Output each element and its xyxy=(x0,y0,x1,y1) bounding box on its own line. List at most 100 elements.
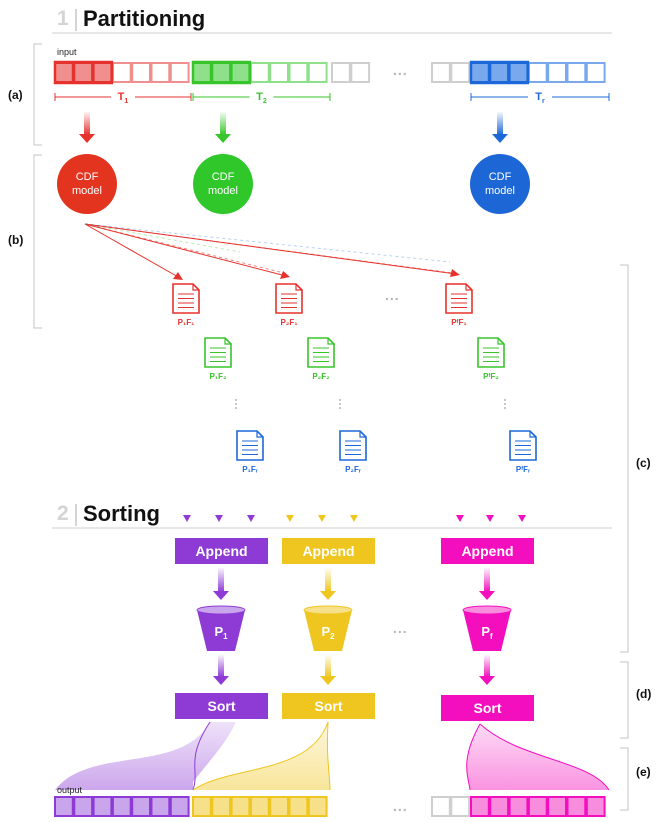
section-1-divider xyxy=(75,9,77,31)
input-green-cell-3 xyxy=(249,62,270,83)
section-1-title: Partitioning xyxy=(83,6,206,31)
input-red-cell-5 xyxy=(150,62,171,83)
file-vdots-2-0 xyxy=(504,399,506,401)
solid-arrow-3 xyxy=(84,223,457,275)
output-purple-cell-0 xyxy=(54,796,74,817)
output-yellow-cell-1 xyxy=(211,796,232,817)
output-yellow-cell-3 xyxy=(249,796,270,817)
range-tr-label-bg xyxy=(528,89,552,103)
append-box-1: Append xyxy=(175,538,268,564)
input-blue-cell-0 xyxy=(470,62,490,83)
flow-p1-b-head xyxy=(215,515,223,522)
step-d-label: (d) xyxy=(636,687,652,701)
cdf-model-2: CDF model xyxy=(193,154,253,214)
file-pffr: PᶠFᵣ xyxy=(509,430,537,474)
file-p2f1-fold xyxy=(295,284,302,291)
cdf-model-r: CDF model xyxy=(470,154,530,214)
section-1-number: 1 xyxy=(57,7,69,30)
section-2-number: 2 xyxy=(57,502,69,525)
bucket-pf-label: Pf xyxy=(481,624,493,641)
fan-p1-edge xyxy=(192,721,211,791)
cdf-model-r-line2: model xyxy=(485,185,515,197)
cdf-model-2-line1: CDF xyxy=(211,171,235,183)
solid-arrow-2-head xyxy=(280,271,290,279)
bucket-p2-body xyxy=(304,610,352,651)
output-magenta-cell-3 xyxy=(527,796,548,817)
arrow-append-p1-head xyxy=(213,591,229,600)
append-label-f: Append xyxy=(461,543,514,559)
file-p1fr-fold xyxy=(256,431,263,438)
output-magenta-cell-0 xyxy=(470,796,490,817)
dashed-line-0 xyxy=(84,223,289,275)
arrow-append-p1-shaft xyxy=(218,568,224,592)
file-p2f2-fold xyxy=(327,338,334,345)
cdf-model-1-line2: model xyxy=(72,185,102,197)
flow-pf-c-head xyxy=(518,515,526,522)
step-c-label: (c) xyxy=(636,456,651,470)
file-vdots-2-2 xyxy=(504,407,506,409)
bracket-b xyxy=(33,154,42,329)
output-purple-cell-1 xyxy=(73,796,94,817)
fan-pf xyxy=(466,724,609,790)
arrow-t1-to-cdf-head xyxy=(79,134,95,143)
cdf-model-r-line1: CDF xyxy=(488,171,512,183)
input-blue-cell-6 xyxy=(585,62,606,83)
range-t2-label: T2 xyxy=(256,91,267,105)
input-red-cell-1 xyxy=(73,62,94,83)
file-pff2: PᶠF₂ xyxy=(477,337,505,381)
cdf-model-1-line1: CDF xyxy=(75,171,99,183)
output-magenta-cell-6 xyxy=(585,796,606,817)
bucket-p1-body xyxy=(197,610,245,651)
input-blue-highlight xyxy=(469,60,530,85)
arrow-tr-to-cdf-shaft xyxy=(497,112,503,135)
file-p2fr: P₂Fᵣ xyxy=(339,430,367,474)
dashed-blue xyxy=(84,223,451,263)
output-purple-cell-4 xyxy=(131,796,151,817)
range-t1-label-bg xyxy=(111,89,135,103)
file-p1f1-fold xyxy=(192,284,199,291)
sort-label-1: Sort xyxy=(207,698,236,714)
flow-p1-c-head xyxy=(247,515,255,522)
input-label: input xyxy=(57,47,77,57)
input-grey-b-cell-1 xyxy=(450,62,471,83)
arrow-append-p2-head xyxy=(320,591,336,600)
input-green-cell-4 xyxy=(269,62,290,83)
flow-p2-c-head xyxy=(350,515,358,522)
file-pff2-fold xyxy=(497,338,504,345)
fan-p2-edge-a xyxy=(192,721,329,791)
file-p2f2: P₂F₂ xyxy=(307,337,335,381)
cdf-model-1: CDF model xyxy=(57,154,117,214)
file-vdots-0-1 xyxy=(235,403,237,405)
sort-box-2: Sort xyxy=(282,693,375,719)
file-p2fr-fold xyxy=(359,431,366,438)
fan-p1 xyxy=(55,722,236,790)
output-magenta-cell-1 xyxy=(489,796,510,817)
input-red-cell-2 xyxy=(92,62,113,83)
range-t1-label: T1 xyxy=(118,91,129,105)
file-p2fr-label: P₂Fᵣ xyxy=(345,465,361,474)
file-pffr-label: PᶠFᵣ xyxy=(516,465,530,474)
input-red-highlight xyxy=(53,60,114,85)
input-red-cell-6 xyxy=(169,62,190,83)
file-p2f2-label: P₂F₂ xyxy=(312,372,330,381)
cdf-model-2-line2: model xyxy=(208,185,238,197)
output-purple-cell-2 xyxy=(92,796,113,817)
input-green-cell-6 xyxy=(307,62,328,83)
output-purple-cell-5 xyxy=(150,796,171,817)
file-pff1: PᶠF₁ xyxy=(445,283,473,327)
section-2-divider xyxy=(75,504,77,526)
arrow-bucket-sort-pf-shaft xyxy=(484,655,490,677)
input-blue-cell-1 xyxy=(489,62,510,83)
arrow-tr-to-cdf-head xyxy=(492,134,508,143)
flow-pf-a-head xyxy=(456,515,464,522)
output-yellow-cell-0 xyxy=(192,796,212,817)
bracket-d xyxy=(620,661,629,739)
input-red-cell-4 xyxy=(131,62,151,83)
input-blue-cell-2 xyxy=(508,62,529,83)
fan-pf-edge-a xyxy=(466,723,481,791)
input-green-cell-0 xyxy=(192,62,212,83)
arrow-append-pf-head xyxy=(479,591,495,600)
file-pff1-label: PᶠF₁ xyxy=(451,318,467,327)
output-yellow-cell-5 xyxy=(288,796,309,817)
output-grey-cell-0 xyxy=(431,796,451,817)
